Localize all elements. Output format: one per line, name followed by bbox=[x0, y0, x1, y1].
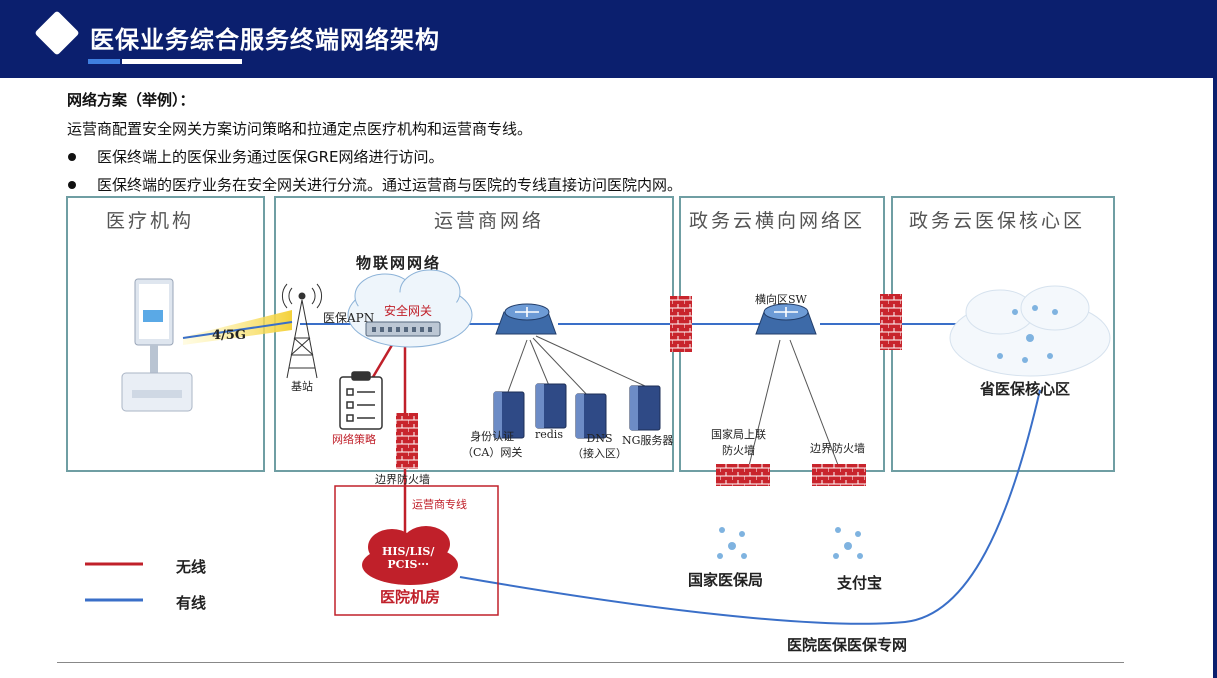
zone-title-medical: 医疗机构 bbox=[106, 210, 195, 232]
clipboard-icon bbox=[339, 371, 383, 430]
wireless-band-icon bbox=[183, 310, 292, 345]
alipay-label: 支付宝 bbox=[837, 574, 883, 592]
intro-heading: 网络方案（举例）： bbox=[67, 91, 195, 109]
page-title: 医保业务综合服务终端网络架构 bbox=[90, 26, 440, 54]
dedicated-line-label: 运营商专线 bbox=[412, 498, 467, 511]
ca-label: 身份认证 （CA）网关 bbox=[462, 430, 523, 459]
router-icon bbox=[495, 303, 557, 335]
his-label: HIS/LIS/ PCIS··· bbox=[382, 545, 435, 571]
hospital-cloud-icon bbox=[362, 526, 458, 585]
terminal-kiosk-icon bbox=[121, 278, 193, 412]
zone-title-gov-core: 政务云医保核心区 bbox=[909, 210, 1086, 232]
national-cloud-icon bbox=[717, 527, 747, 559]
zone-title-gov-horizontal: 政务云横向网络区 bbox=[689, 210, 866, 232]
wired-line bbox=[182, 321, 293, 339]
gateway-label: 安全网关 bbox=[384, 304, 433, 318]
dns-label: DNS （接入区） bbox=[572, 432, 627, 460]
intro-bullet-2: 医保终端的医疗业务在安全网关进行分流。通过运营商与医院的专线直接访问医院内网。 bbox=[97, 176, 683, 194]
province-core-label: 省医保核心区 bbox=[980, 380, 1071, 398]
firewall-icon bbox=[396, 294, 902, 486]
intro-line: 运营商配置安全网关方案访问策略和拉通定点医疗机构和运营商专线。 bbox=[67, 120, 533, 138]
footer-divider bbox=[57, 662, 1124, 663]
cell-tower-icon bbox=[281, 283, 323, 379]
alipay-cloud-icon bbox=[833, 527, 863, 559]
server-panel-icon bbox=[494, 384, 638, 438]
redis-label: redis bbox=[535, 428, 563, 441]
station-label: 基站 bbox=[291, 380, 313, 393]
legend-wireless-label: 无线 bbox=[176, 558, 207, 576]
national-firewall-label: 国家局上联 防火墙 bbox=[711, 428, 766, 457]
hospital-dedicated-line bbox=[459, 389, 1041, 625]
border-firewall-label: 边界防火墙 bbox=[375, 473, 430, 486]
iot-label: 物联网网络 bbox=[356, 254, 442, 272]
title-underline bbox=[122, 59, 242, 64]
zone-title-operator: 运营商网络 bbox=[434, 210, 545, 232]
boundary-firewall-label: 边界防火墙 bbox=[810, 442, 865, 455]
switch-icon bbox=[755, 303, 817, 335]
province-cloud-icon bbox=[949, 285, 1111, 377]
dedicated-line-box bbox=[334, 485, 499, 616]
right-edge-bar bbox=[1213, 78, 1217, 678]
security-gateway-icon bbox=[365, 321, 441, 337]
legend-wired-label: 有线 bbox=[176, 594, 207, 612]
ng-label: NG服务器 bbox=[622, 434, 674, 447]
intro-bullet-1: 医保终端上的医保业务通过医保GRE网络进行访问。 bbox=[97, 148, 444, 166]
national-bureau-label: 国家医保局 bbox=[688, 571, 764, 589]
sw-label: 横向区SW bbox=[755, 293, 807, 306]
policy-label: 网络策略 bbox=[332, 433, 376, 446]
apn-label: 医保APN bbox=[323, 311, 375, 325]
hospital-room-label: 医院机房 bbox=[380, 588, 441, 606]
hospital-network-label: 医院医保医保专网 bbox=[787, 636, 908, 654]
bullet-dot bbox=[68, 181, 76, 189]
header-bar: 医保业务综合服务终端网络架构 bbox=[0, 0, 1217, 78]
bullet-dot bbox=[68, 153, 76, 161]
title-underline-accent bbox=[88, 59, 120, 64]
band-label: 4/5G bbox=[212, 328, 246, 343]
